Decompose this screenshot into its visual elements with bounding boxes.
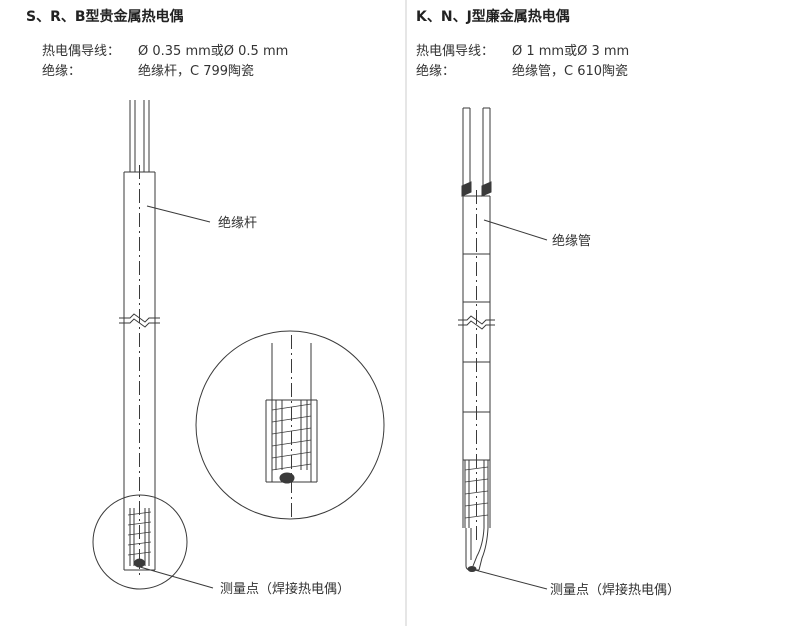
wire-spec-label: 热电偶导线： — [416, 44, 495, 59]
panel-title: K、N、J型廉金属热电偶 — [416, 9, 570, 25]
insulation-rod — [119, 165, 160, 575]
insulation-leader-line — [483, 219, 548, 241]
junction-highlight-circle — [92, 494, 188, 590]
panel-divider — [405, 0, 407, 626]
wire-spec-value: Ø 0.35 mm或Ø 0.5 mm — [138, 44, 289, 59]
insulation-rod-callout: 绝缘杆 — [218, 215, 257, 231]
panel-title: S、R、B型贵金属热电偶 — [26, 9, 184, 25]
noble-metal-thermocouple-panel: S、R、B型贵金属热电偶 热电偶导线： Ø 0.35 mm或Ø 0.5 mm 绝… — [26, 9, 385, 597]
thermocouple-wires — [461, 107, 492, 197]
insulation-spec-label: 绝缘： — [42, 64, 82, 79]
base-thermocouple-diagram: 绝缘管 测量点（焊接热电偶） — [458, 107, 680, 598]
wire-spec-label: 热电偶导线： — [42, 44, 121, 59]
insulation-leader-line — [146, 205, 211, 223]
magnified-junction-view — [195, 330, 385, 520]
measuring-point-callout: 测量点（焊接热电偶） — [550, 582, 680, 598]
thermocouple-wires — [129, 100, 150, 172]
base-metal-thermocouple-panel: K、N、J型廉金属热电偶 热电偶导线： Ø 1 mm或Ø 3 mm 绝缘： 绝缘… — [407, 0, 800, 626]
noble-thermocouple-diagram: 绝缘杆 测量点（焊接热电偶） — [92, 100, 385, 597]
junction-wires — [464, 460, 489, 572]
junction-leader-line — [474, 569, 548, 590]
junction-detail — [127, 508, 152, 568]
junction-leader-line — [139, 566, 214, 589]
insulation-tube — [458, 190, 495, 540]
insulation-spec-label: 绝缘： — [416, 64, 456, 79]
insulation-spec-value: 绝缘杆，C 799陶瓷 — [138, 64, 255, 79]
measuring-point-callout: 测量点（焊接热电偶） — [220, 581, 350, 597]
insulation-spec-value: 绝缘管，C 610陶瓷 — [512, 64, 629, 79]
insulation-tube-callout: 绝缘管 — [552, 233, 591, 249]
wire-spec-value: Ø 1 mm或Ø 3 mm — [512, 44, 630, 59]
